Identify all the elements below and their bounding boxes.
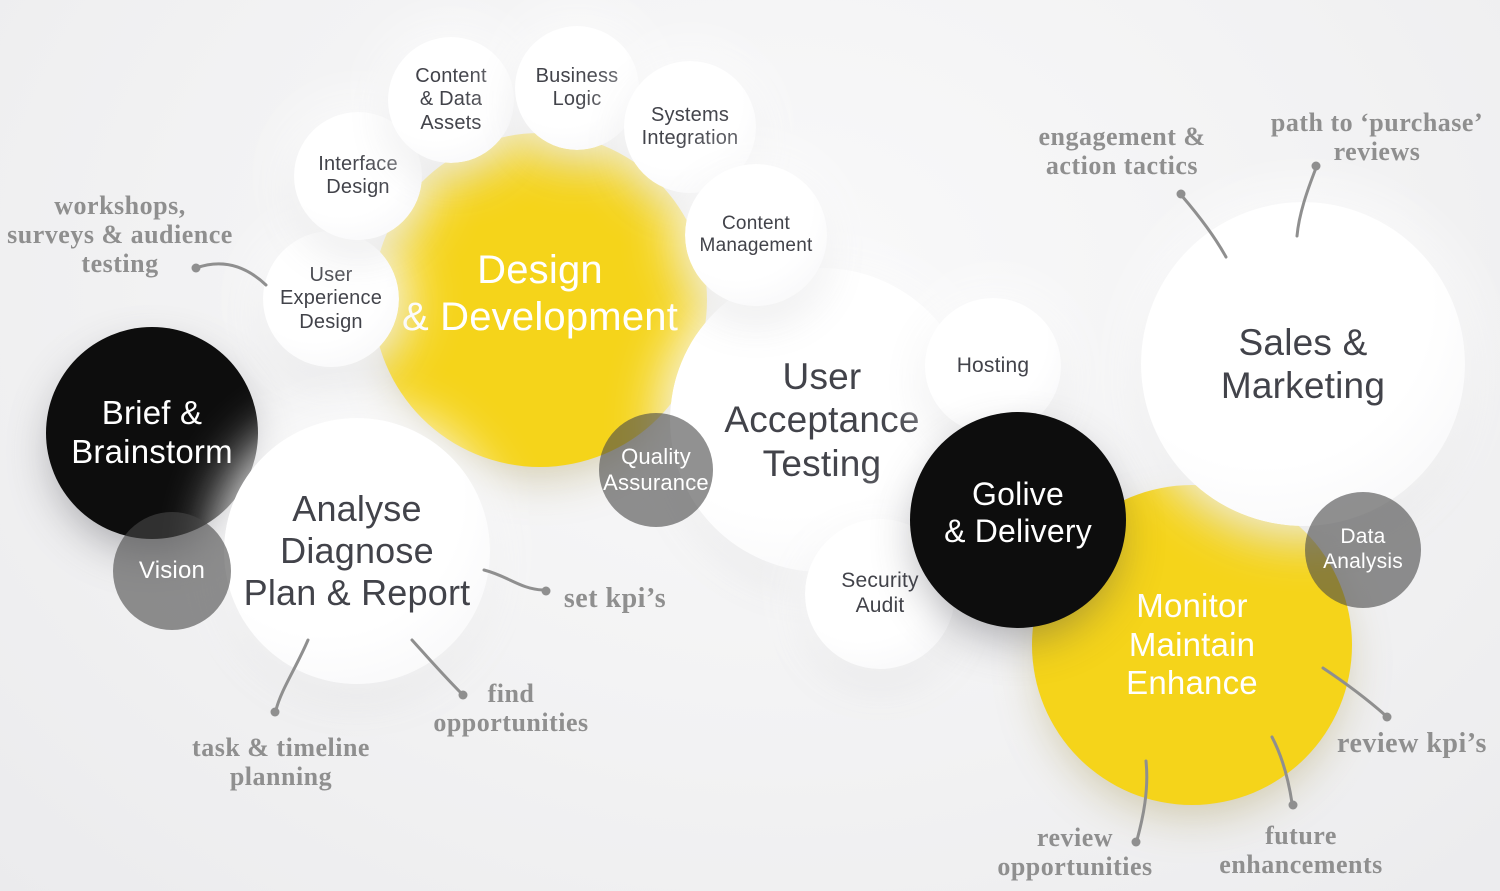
node-label-golive-delivery: Golive& Delivery bbox=[944, 475, 1092, 549]
annotation-arrow-dot-set-kpis bbox=[541, 586, 551, 596]
node-label-vision: Vision bbox=[138, 556, 206, 584]
node-brief-brainstorm: Brief &Brainstorm bbox=[46, 327, 258, 539]
annotation-arrow-dot-engagement-action-tactics bbox=[1176, 189, 1186, 199]
node-golive-delivery: Golive& Delivery bbox=[910, 412, 1126, 628]
annotation-arrow-dot-future-enhancements bbox=[1288, 800, 1298, 810]
annotation-arrow-dot-task-timeline-planning bbox=[270, 707, 280, 717]
annotation-set-kpis: set kpi’s bbox=[563, 583, 667, 614]
annotation-arrow-set-kpis bbox=[482, 568, 545, 592]
node-label-brief-brainstorm: Brief &Brainstorm bbox=[71, 394, 233, 470]
node-hosting: Hosting bbox=[925, 298, 1061, 434]
node-vision: Vision bbox=[113, 512, 231, 630]
annotation-review-kpis: review kpi’s bbox=[1337, 728, 1487, 759]
node-sales-marketing: Sales &Marketing bbox=[1141, 202, 1465, 526]
node-label-hosting: Hosting bbox=[956, 353, 1030, 377]
annotation-engagement-action-tactics: engagement &action tactics bbox=[1038, 122, 1206, 181]
annotation-path-to-purchase-reviews: path to ‘purchase’reviews bbox=[1270, 108, 1484, 167]
annotation-arrow-dot-review-kpis bbox=[1382, 712, 1392, 722]
node-design-development: Design& Development bbox=[373, 133, 707, 467]
node-label-sales-marketing: Sales &Marketing bbox=[1220, 321, 1386, 406]
node-label-design-development: Design& Development bbox=[401, 248, 679, 339]
